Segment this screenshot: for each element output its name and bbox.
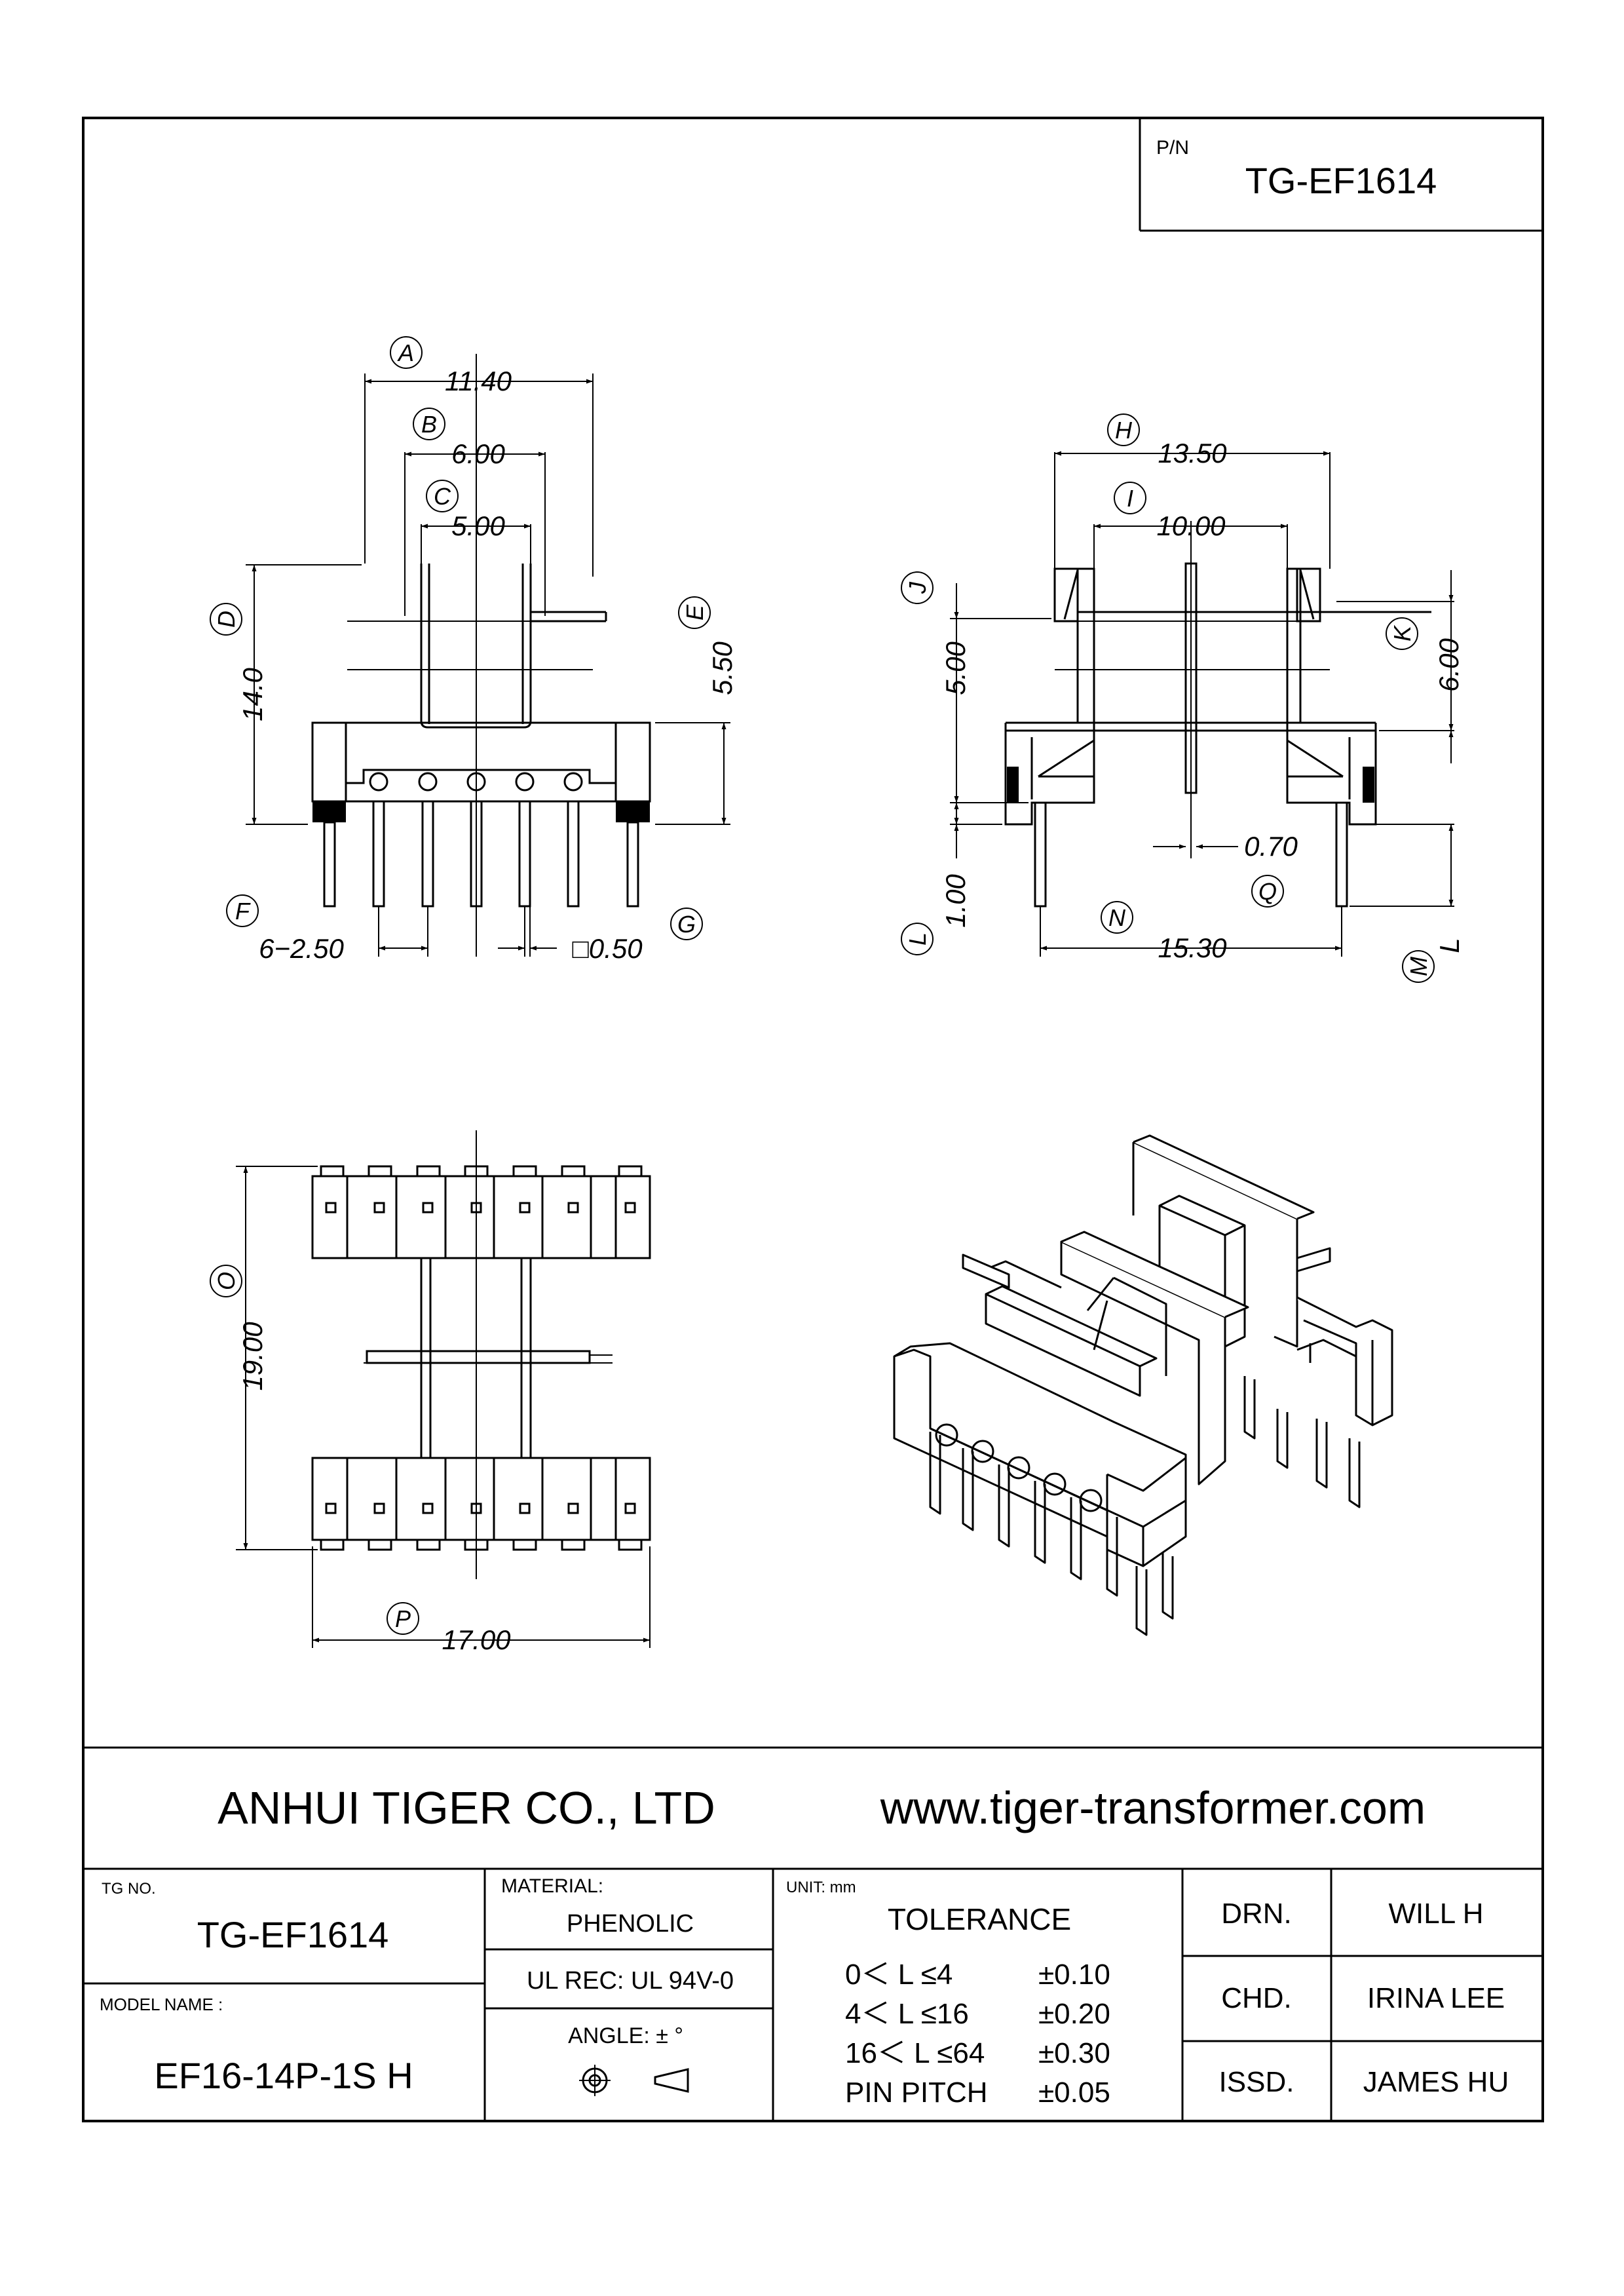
angle-label: ANGLE: ± ° [568,2023,683,2048]
issd-value: JAMES HU [1363,2066,1509,2098]
model-name-value: EF16-14P-1S H [154,2055,413,2096]
dim-b-value: 6.00 [451,438,505,469]
tolerance-value: ±0.20 [1038,1998,1110,2030]
dim-n-callout: N 15.30 [1101,901,1227,963]
dim-j-value: 5.00 [940,641,971,695]
dim-q-callout: Q 0.70 [1244,831,1298,908]
dim-c-value: 5.00 [451,510,505,541]
dim-b-callout: B 6.00 [413,408,506,469]
side-view [950,451,1454,957]
dim-h-value: 13.50 [1158,438,1227,469]
drn-label: DRN. [1221,1898,1292,1930]
dim-m-letter: M [1405,957,1432,976]
drn-value: WILL H [1388,1898,1483,1930]
dim-m-value: L [1434,938,1465,953]
front-view [246,354,730,957]
dim-o-callout: O [210,1265,242,1297]
tolerance-range: 16＜ L ≤64 [845,2037,985,2069]
unit-label: UNIT: mm [786,1879,856,1896]
dim-d-letter: D [213,611,240,628]
dim-i-value: 10.00 [1156,510,1226,541]
dim-j-callout: J [901,571,934,604]
tg-no-value: TG-EF1614 [197,1914,389,1955]
dim-a-letter: A [397,339,414,366]
dim-d-callout: D [210,603,242,636]
tolerance-range: 0＜ L ≤4 [845,1959,953,1991]
dim-i-letter: I [1127,485,1133,512]
dim-f-callout: F 6−2.50 [226,894,344,964]
website: www.tiger-transformer.com [880,1782,1426,1833]
drawing-frame [82,117,1544,2122]
tolerance-value: ±0.30 [1038,2037,1110,2069]
tolerance-value: ±0.10 [1038,1959,1110,1991]
chd-value: IRINA LEE [1367,1982,1505,2014]
issd-label: ISSD. [1219,2066,1294,2098]
tolerance-title: TOLERANCE [888,1902,1071,1936]
bottom-view [236,1130,651,1648]
dim-p-value: 17.00 [442,1624,511,1655]
dim-g-letter: G [677,911,696,938]
dim-c-letter: C [434,483,451,510]
tolerance-table: 0＜ L ≤4 ±0.10 4＜ L ≤16 ±0.20 16＜ L ≤64 ±… [845,1959,1110,2109]
material-value: PHENOLIC [567,1910,694,1938]
dim-h-letter: H [1115,417,1133,444]
dim-e-callout: E [678,596,711,629]
dim-l-callout: L [901,923,934,955]
dim-j-letter: J [904,581,931,594]
dim-o-value: 19.00 [237,1322,268,1391]
tolerance-range: 4＜ L ≤16 [845,1998,969,2030]
dim-m-callout: M [1402,950,1435,983]
dim-i-callout: I 10.00 [1114,482,1226,541]
dim-k-callout: K [1386,617,1418,650]
tg-no-label: TG NO. [102,1880,156,1898]
dim-f-letter: F [235,898,251,925]
isometric-view [893,1134,1393,1636]
bottom-view-labels: O 19.00 P 17.00 [210,1265,511,1655]
dim-e-letter: E [681,604,708,621]
pn-value: TG-EF1614 [1245,160,1437,201]
dim-f-value: 6−2.50 [259,933,344,964]
dim-a-callout: A 11.40 [390,336,512,396]
ul-rec: UL REC: UL 94V-0 [527,1967,734,1995]
dim-l-letter: L [904,932,931,946]
model-name-label: MODEL NAME : [100,1995,223,2014]
dim-l-value: 1.00 [940,873,971,927]
company-name: ANHUI TIGER CO., LTD [217,1782,715,1833]
dim-n-value: 15.30 [1158,932,1227,963]
front-view-labels: A 11.40 B 6.00 C 5.00 D 14.0 E 5.50 F 6−… [210,336,738,964]
chd-label: CHD. [1221,1982,1292,2014]
dim-p-letter: P [395,1605,411,1632]
material-label: MATERIAL: [501,1875,603,1897]
dim-q-value: 0.70 [1244,831,1298,862]
dim-h-callout: H 13.50 [1107,413,1227,469]
side-view-labels: H 13.50 I 10.00 J 5.00 K 6.00 L 1.00 M L [901,413,1465,983]
dim-k-letter: K [1389,624,1416,641]
dim-e-value: 5.50 [707,641,738,695]
dim-o-letter: O [213,1272,240,1290]
first-angle-projection-icon [579,2065,689,2096]
tolerance-value: ±0.05 [1038,2076,1110,2109]
pn-label: P/N [1156,137,1189,159]
tolerance-range: PIN PITCH [845,2076,988,2109]
dim-g-value: □0.50 [572,933,643,964]
dim-b-letter: B [421,411,437,438]
dim-n-letter: N [1108,904,1126,931]
dim-g-callout: G □0.50 [572,908,703,964]
dim-q-letter: Q [1258,878,1277,905]
title-block: P/N TG-EF1614 ANHUI TIGER CO., LTD www.t… [100,137,1509,2109]
dim-k-value: 6.00 [1433,638,1464,691]
dim-d-value: 14.0 [237,667,268,721]
dim-p-callout: P 17.00 [387,1602,511,1655]
dim-c-callout: C 5.00 [426,480,506,541]
dim-a-value: 11.40 [445,366,512,396]
